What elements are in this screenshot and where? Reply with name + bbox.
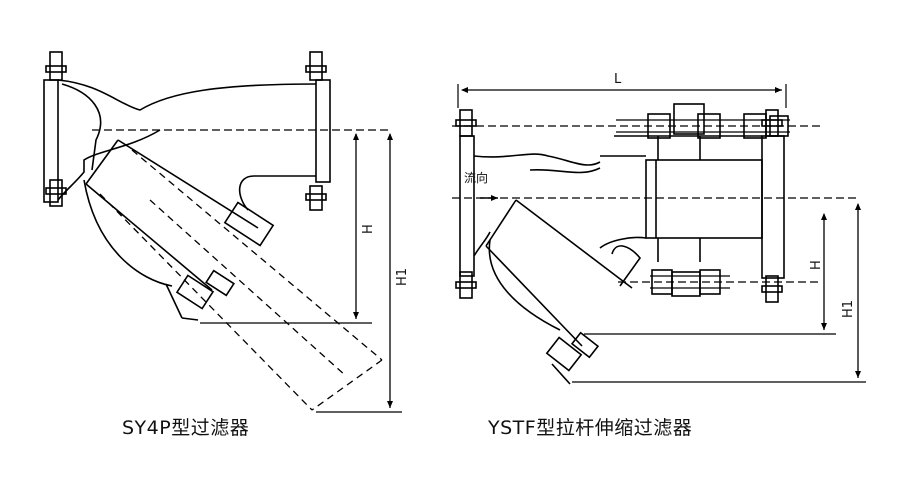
sy4p-strainer-dashed: [99, 149, 383, 411]
ystf-screen-body: [485, 199, 642, 385]
sy4p-dim-h1-label: H1: [395, 268, 410, 286]
sy4p-dim-h-label: H: [361, 224, 376, 234]
sy4p-caption: SY4P型过滤器: [122, 417, 250, 439]
ystf-tie-rod-bottom: [650, 269, 730, 297]
ystf-centerlines: [452, 125, 858, 283]
ystf-dim-h1-label: H1: [841, 300, 856, 318]
ystf-inlet-flange: [455, 109, 477, 299]
ystf-body-outline: [473, 153, 647, 331]
ystf-dimensions: L H H1 流向: [461, 72, 861, 378]
ystf-expansion-sleeve: [600, 135, 763, 262]
ystf-tie-rod-top: [616, 103, 790, 139]
sy4p-dimensions: H H1: [353, 133, 410, 408]
ystf-flow-label: 流向: [464, 170, 488, 185]
ystf-caption: YSTF型拉杆伸缩过滤器: [488, 417, 693, 439]
sy4p-inlet-flange: [43, 51, 67, 207]
ystf-outlet-flange: [761, 109, 785, 303]
ystf-dim-l-label: L: [614, 72, 622, 87]
ystf-dim-h-label: H: [809, 260, 824, 270]
sy4p-filter-drawing: [43, 51, 402, 413]
sy4p-body-outline: [57, 79, 317, 287]
sy4p-outlet-flange: [305, 51, 331, 211]
ystf-filter-drawing: [452, 84, 866, 385]
sy4p-screen-body: [85, 139, 275, 321]
